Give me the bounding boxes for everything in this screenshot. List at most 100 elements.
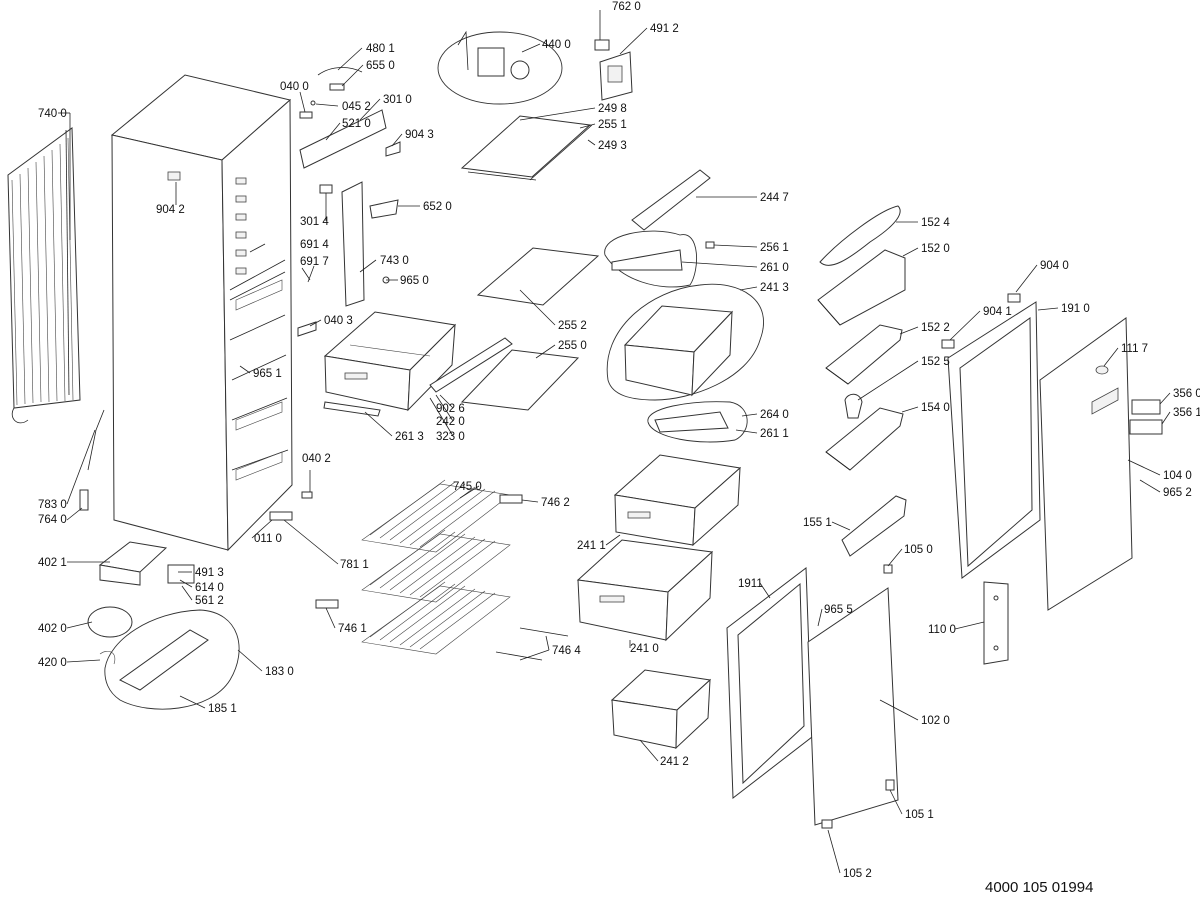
document-number: 4000 105 01994 [985, 879, 1093, 896]
callout-965-1: 965 1 [253, 368, 282, 380]
callout-904-0: 904 0 [1040, 260, 1069, 272]
callout-965-2: 965 2 [1163, 487, 1192, 499]
callout-904-1: 904 1 [983, 306, 1012, 318]
callout-110-0: 110 0 [928, 624, 956, 636]
callout-904-3: 904 3 [405, 129, 434, 141]
callout-746-1: 746 1 [338, 623, 367, 635]
callout-491-3: 491 3 [195, 567, 224, 579]
callout-111-7: 111 7 [1121, 343, 1148, 355]
freezer-drawer-2-part [576, 539, 714, 642]
callout-241-0: 241 0 [630, 643, 659, 655]
callout-152-2: 152 2 [921, 322, 950, 334]
callout-255-2: 255 2 [558, 320, 587, 332]
callout-241-2: 241 2 [660, 756, 689, 768]
callout-011-0: 011 0 [254, 533, 282, 545]
wire-basket-stack-part [315, 479, 569, 661]
callout-045-2: 045 2 [342, 101, 371, 113]
callout-614-0: 614 0 [195, 582, 224, 594]
callout-323-0: 323 0 [436, 431, 465, 443]
door-bin-cover-part [819, 205, 901, 266]
door-bin-small-part [825, 324, 903, 385]
callout-256-1: 256 1 [760, 242, 789, 254]
callout-102-0: 102 0 [921, 715, 950, 727]
callout-356-0: 356 0 [1173, 388, 1200, 400]
glass-shelf-middle-part [476, 247, 600, 306]
leader-lines [58, 10, 1171, 874]
callout-480-1: 480 1 [366, 43, 395, 55]
callout-691-4: 691 4 [300, 239, 329, 251]
callout-491-2: 491 2 [650, 23, 679, 35]
door-bin-large-part [817, 249, 906, 326]
callout-152-4: 152 4 [921, 217, 950, 229]
small-fittings-part [297, 67, 401, 337]
freezer-door-bin-part [841, 495, 907, 557]
callout-040-0: 040 0 [280, 81, 309, 93]
callout-356-1: 356 1 [1173, 407, 1200, 419]
condenser-part [7, 127, 81, 424]
callout-261-0: 261 0 [760, 262, 789, 274]
callout-105-0: 105 0 [904, 544, 933, 556]
callout-746-2: 746 2 [541, 497, 570, 509]
fridge-door-part [1039, 317, 1163, 611]
callout-249-3: 249 3 [598, 140, 627, 152]
callout-691-7: 691 7 [300, 256, 329, 268]
drawer-rail-part [647, 401, 748, 443]
callout-255-0: 255 0 [558, 340, 587, 352]
callout-420-0: 420 0 [38, 657, 67, 669]
callout-154-0: 154 0 [921, 402, 950, 414]
callout-745-0: 745 0 [453, 481, 482, 493]
callout-1911: 1911 [738, 578, 763, 590]
fan-assembly-part [437, 30, 633, 105]
glass-shelf-top-part [460, 115, 593, 181]
compressor-group-part [87, 541, 240, 710]
callout-040-2: 040 2 [302, 453, 331, 465]
cabinet-body-part [110, 74, 293, 552]
callout-241-3: 241 3 [760, 282, 789, 294]
callout-743-0: 743 0 [380, 255, 409, 267]
crisper-drawer-part [606, 283, 764, 401]
callout-762-0: 762 0 [612, 1, 641, 13]
fridge-door-gasket-part [947, 301, 1041, 579]
callout-965-5: 965 5 [824, 604, 853, 616]
callout-902-6: 902 6 [436, 403, 465, 415]
callout-764-0: 764 0 [38, 514, 67, 526]
freezer-door-part [807, 587, 899, 826]
glass-shelf-lower-part [460, 349, 580, 411]
freezer-drawer-upper-part [323, 311, 513, 417]
callout-152-0: 152 0 [921, 243, 950, 255]
callout-155-1: 155 1 [803, 517, 832, 529]
callout-152-5: 152 5 [921, 356, 950, 368]
callout-244-7: 244 7 [760, 192, 789, 204]
freezer-drawer-3-part [610, 669, 712, 750]
callout-104-0: 104 0 [1163, 470, 1192, 482]
callout-904-2: 904 2 [156, 204, 185, 216]
callout-521-0: 521 0 [342, 118, 371, 130]
callout-740-0: 740 0 [38, 108, 67, 120]
callout-652-0: 652 0 [423, 201, 452, 213]
callout-402-0: 402 0 [38, 623, 67, 635]
callout-105-1: 105 1 [905, 809, 934, 821]
egg-tray-part [844, 393, 863, 419]
callout-185-1: 185 1 [208, 703, 237, 715]
callout-191-0: 191 0 [1061, 303, 1090, 315]
crisper-cover-part [604, 169, 711, 288]
callout-440-0: 440 0 [542, 39, 571, 51]
callout-655-0: 655 0 [366, 60, 395, 72]
callout-261-1: 261 1 [760, 428, 789, 440]
callout-561-2: 561 2 [195, 595, 224, 607]
callout-183-0: 183 0 [265, 666, 294, 678]
callout-402-1: 402 1 [38, 557, 67, 569]
callout-264-0: 264 0 [760, 409, 789, 421]
callout-783-0: 783 0 [38, 499, 67, 511]
door-bin-bottle-part [825, 407, 904, 471]
callout-040-3: 040 3 [324, 315, 353, 327]
callout-965-0: 965 0 [400, 275, 429, 287]
callout-241-1: 241 1 [577, 540, 606, 552]
hinge-part [983, 581, 1009, 665]
callout-301-0: 301 0 [383, 94, 412, 106]
callout-255-1: 255 1 [598, 119, 627, 131]
callout-261-3: 261 3 [395, 431, 424, 443]
freezer-drawer-1-part [613, 454, 742, 547]
callout-labels: 740 0 904 2 783 0 764 0 402 1 402 0 420 … [38, 1, 1200, 880]
